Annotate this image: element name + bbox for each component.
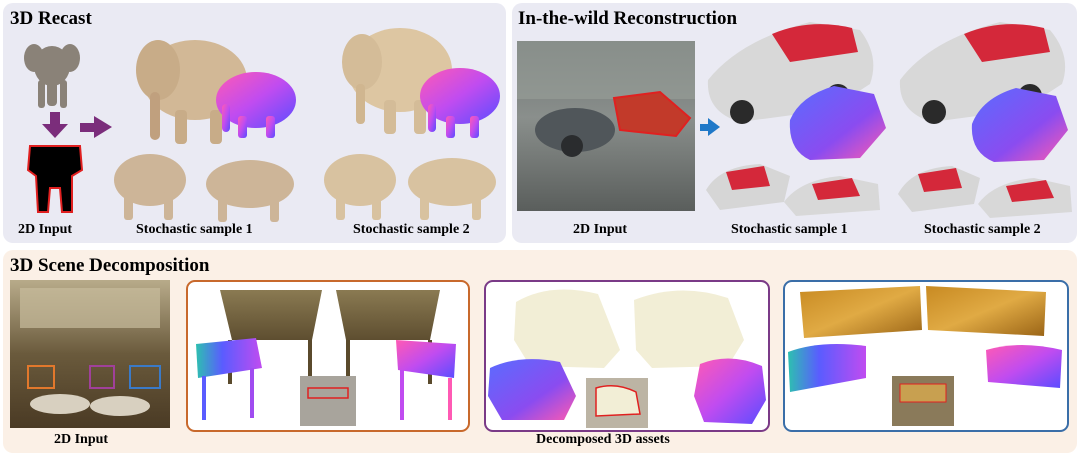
recast-caption-input: 2D Input xyxy=(18,222,73,237)
input-elephant-mask xyxy=(26,145,84,213)
street-photo xyxy=(517,41,695,211)
cabinet-normal-maps xyxy=(788,344,1062,392)
recast-caption-sample1: Stochastic sample 1 xyxy=(136,222,253,237)
sample1-elephant-views xyxy=(114,154,294,222)
sample2-elephant-views xyxy=(324,154,496,220)
cabinet-asset-renders xyxy=(800,286,1046,338)
cabinet-crop-thumbnail xyxy=(892,376,954,426)
armchair-crop-thumbnail xyxy=(586,378,648,428)
recast-title: 3D Recast xyxy=(10,8,92,29)
blue-right-arrow-icon xyxy=(700,118,720,136)
recast-caption-sample2: Stochastic sample 2 xyxy=(353,222,470,237)
wild-caption-sample2: Stochastic sample 2 xyxy=(924,222,1041,237)
table-crop-thumbnail xyxy=(300,376,356,426)
right-arrow-icon xyxy=(80,116,112,138)
armchair-normal-maps xyxy=(488,358,766,424)
sample2-car-normal-map xyxy=(971,88,1068,162)
input-elephant-photo xyxy=(24,44,80,108)
armchair-asset-renders xyxy=(514,289,744,368)
table-normal-maps xyxy=(196,338,456,420)
scene-caption-input: 2D Input xyxy=(54,432,109,447)
sample2-car-views xyxy=(898,166,1072,218)
scene-caption-assets: Decomposed 3D assets xyxy=(536,432,670,447)
wild-caption-input: 2D Input xyxy=(573,222,628,237)
sample1-car-normal-map xyxy=(789,86,886,160)
scene-title: 3D Scene Decomposition xyxy=(10,255,210,276)
wild-caption-sample1: Stochastic sample 1 xyxy=(731,222,848,237)
down-arrow-icon xyxy=(42,112,68,138)
sample1-car-views xyxy=(706,164,880,216)
sample1-elephant-normal-map xyxy=(216,72,296,138)
room-photo xyxy=(10,280,170,428)
wild-title: In-the-wild Reconstruction xyxy=(518,8,738,29)
sample2-elephant-normal-map xyxy=(420,68,500,138)
